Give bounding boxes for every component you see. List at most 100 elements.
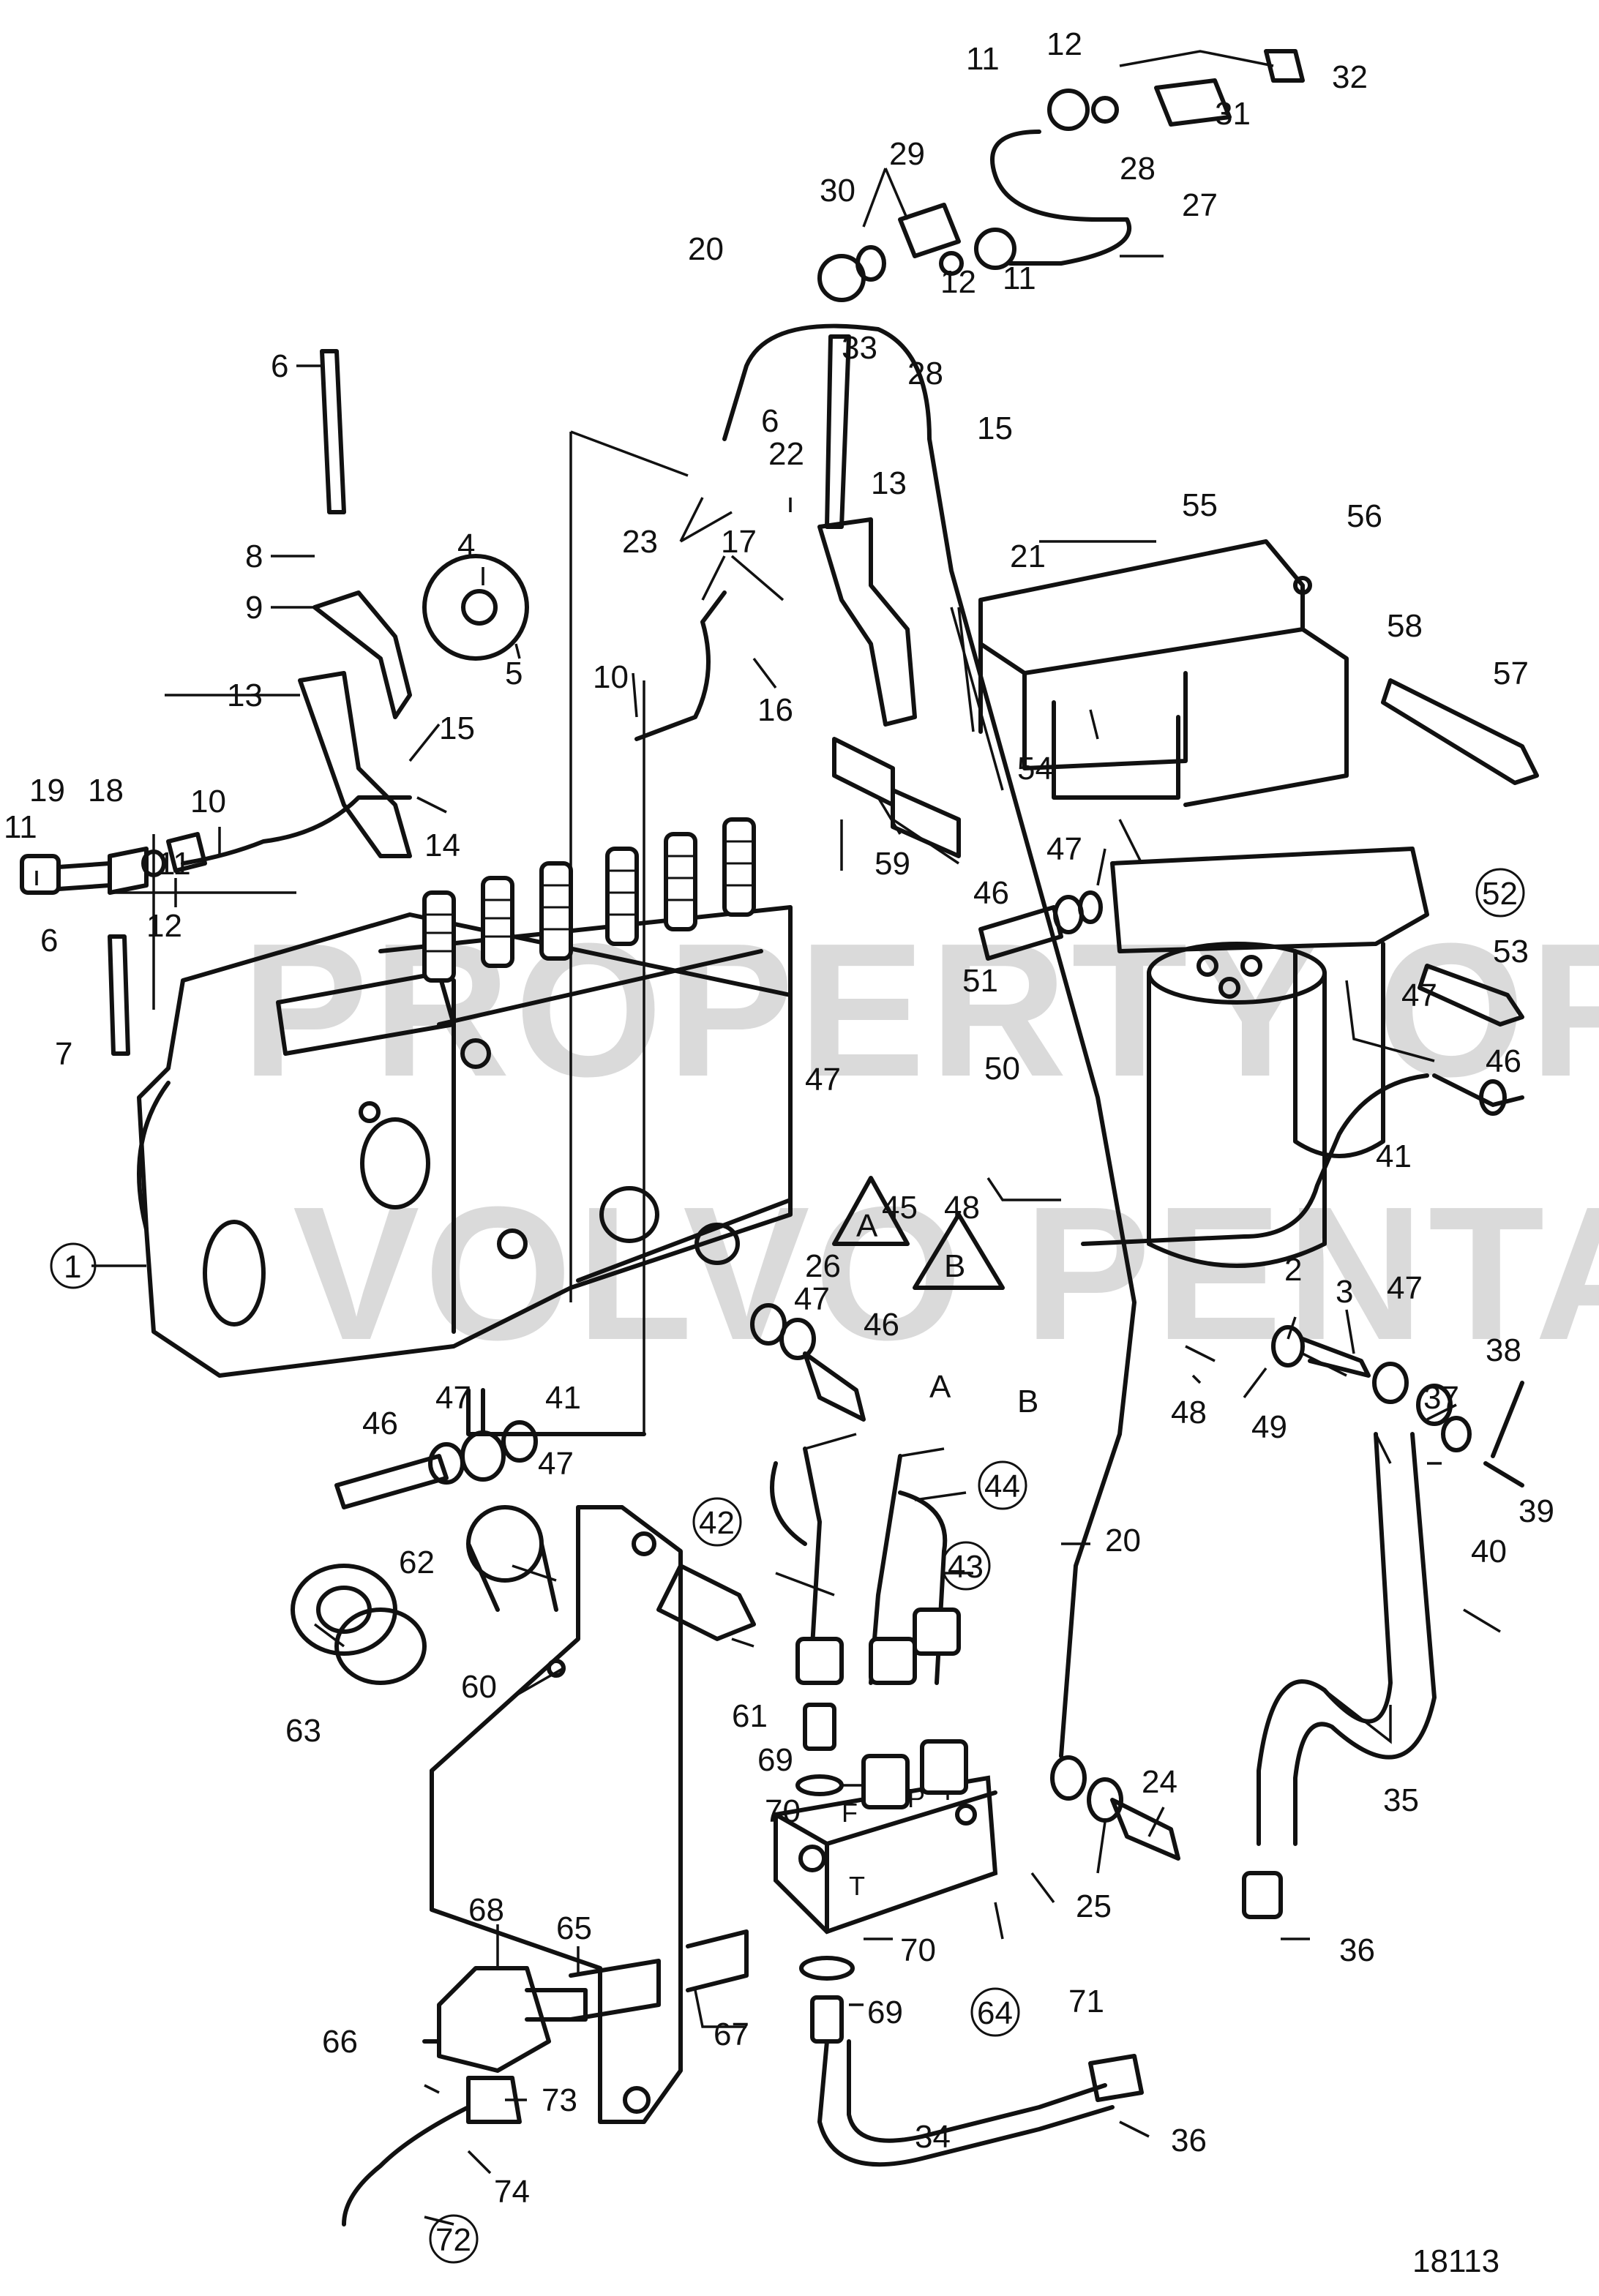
callout-50: 50 — [984, 1051, 1020, 1087]
banjo-fittings-mid — [334, 1303, 866, 1509]
pipe-41 — [1081, 1073, 1429, 1246]
fitting-36-right — [1242, 1871, 1283, 1919]
callout-10-lower: 10 — [190, 784, 226, 819]
line-44 — [770, 1461, 807, 1546]
bracket-9 — [312, 590, 412, 719]
svg-text:A: A — [856, 1208, 878, 1244]
callout-66: 66 — [322, 2024, 358, 2060]
port-t: T — [849, 1871, 865, 1901]
callout-6-lower: 6 — [40, 923, 58, 958]
callout-5: 5 — [505, 656, 523, 691]
callout-36-bottom: 36 — [1171, 2123, 1207, 2158]
callout-12-mid: 12 — [940, 264, 976, 300]
callout-12-top: 12 — [1046, 26, 1082, 62]
callout-46-upper: 46 — [973, 875, 1009, 911]
callout-52: 52 — [1482, 876, 1518, 912]
callout-21: 21 — [1010, 539, 1046, 574]
callout-14: 14 — [424, 828, 460, 863]
callout-23: 23 — [622, 524, 658, 560]
callout-62: 62 — [399, 1545, 435, 1580]
callout-47-upper: 47 — [1046, 831, 1082, 867]
callout-47-lower2: 47 — [538, 1446, 574, 1482]
callout-69-upper: 69 — [757, 1742, 793, 1778]
bracket-13-right — [817, 517, 917, 727]
callout-44: 44 — [984, 1468, 1020, 1504]
bolt-61 — [656, 1564, 756, 1641]
banjo-fittings-right — [1271, 1325, 1524, 1487]
marker-b: B — [913, 1212, 1005, 1290]
callout-11-top: 11 — [966, 41, 1000, 77]
callout-48-upper: 48 — [944, 1190, 980, 1226]
callout-61: 61 — [732, 1698, 768, 1734]
callout-16: 16 — [757, 692, 793, 728]
callout-54: 54 — [1017, 751, 1053, 787]
callout-55: 55 — [1182, 487, 1218, 523]
sleeves-59 — [832, 737, 961, 858]
callout-33: 33 — [842, 330, 877, 366]
callout-12-left: 12 — [146, 908, 182, 944]
valve-block: F P I T — [774, 1775, 998, 1935]
line-a — [803, 1447, 822, 1648]
callout-37: 37 — [1423, 1380, 1459, 1416]
pipe-10-upper — [634, 590, 727, 741]
bushing-washers — [291, 1505, 558, 1685]
banjo-fittings-upper — [978, 890, 1524, 1116]
marker-a: A — [832, 1176, 910, 1246]
hose-34 — [817, 2039, 1115, 2167]
solenoid — [342, 1929, 749, 2226]
callout-11-left2: 11 — [157, 846, 191, 882]
callout-11-left: 11 — [4, 809, 37, 845]
callout-46-mid: 46 — [864, 1307, 899, 1343]
fuel-filter — [1110, 847, 1429, 1268]
callout-labels: 1 2 3 4 5 6 6 6 7 8 9 10 10 11 11 11 11 … — [4, 26, 1554, 2264]
hose-35-outer — [1293, 1432, 1437, 1846]
callout-51: 51 — [962, 963, 998, 999]
svg-text:B: B — [944, 1248, 965, 1284]
port-f: F — [842, 1798, 858, 1828]
fittings-left — [20, 832, 207, 895]
callout-1: 1 — [64, 1249, 81, 1285]
callout-64: 64 — [977, 1995, 1013, 2031]
callout-47-far-right: 47 — [1387, 1270, 1423, 1306]
callout-68: 68 — [468, 1892, 504, 1928]
pipe-41-lower — [466, 1388, 646, 1436]
callout-47-lower: 47 — [435, 1380, 471, 1416]
small-fittings-top — [817, 49, 1305, 302]
callout-15-right: 15 — [977, 410, 1013, 446]
injection-pump — [137, 905, 793, 1378]
banjo-24-25 — [1050, 1755, 1180, 1861]
callout-57: 57 — [1493, 656, 1529, 691]
callout-2: 2 — [1284, 1252, 1302, 1288]
callout-30: 30 — [820, 173, 855, 209]
callout-28-top: 28 — [1120, 151, 1156, 187]
callout-11-mid: 11 — [1003, 260, 1036, 296]
callout-25: 25 — [1076, 1888, 1112, 1924]
assembly-frames — [152, 430, 1004, 1434]
callout-10-upper: 10 — [593, 659, 629, 695]
callout-38: 38 — [1486, 1332, 1521, 1368]
callout-20-lower: 20 — [1105, 1523, 1141, 1558]
callout-40: 40 — [1471, 1534, 1507, 1569]
callout-47-right: 47 — [1401, 978, 1437, 1013]
pipe-27 — [990, 130, 1132, 266]
callout-70-lower: 70 — [900, 1932, 936, 1968]
callout-59: 59 — [875, 846, 910, 882]
callout-58: 58 — [1387, 608, 1423, 644]
callout-45: 45 — [882, 1190, 918, 1226]
callout-35: 35 — [1383, 1782, 1419, 1818]
callout-34: 34 — [915, 2119, 951, 2155]
callout-4: 4 — [457, 528, 475, 563]
callout-48-lower: 48 — [1171, 1395, 1207, 1430]
leader-lines — [35, 50, 1501, 2226]
callout-27: 27 — [1182, 187, 1218, 223]
callout-71: 71 — [1068, 1984, 1104, 2019]
callout-7: 7 — [55, 1036, 72, 1072]
watermark-line-2: VOLVO PENTA — [293, 1168, 1599, 1380]
filter-bracket — [978, 539, 1349, 807]
callout-24: 24 — [1142, 1764, 1177, 1800]
watermark: PROPERTY OF VOLVO PENTA — [241, 904, 1599, 1380]
callout-22: 22 — [768, 436, 804, 472]
callout-65: 65 — [556, 1910, 592, 1946]
callout-53: 53 — [1493, 934, 1529, 969]
callout-36-right: 36 — [1339, 1932, 1375, 1968]
